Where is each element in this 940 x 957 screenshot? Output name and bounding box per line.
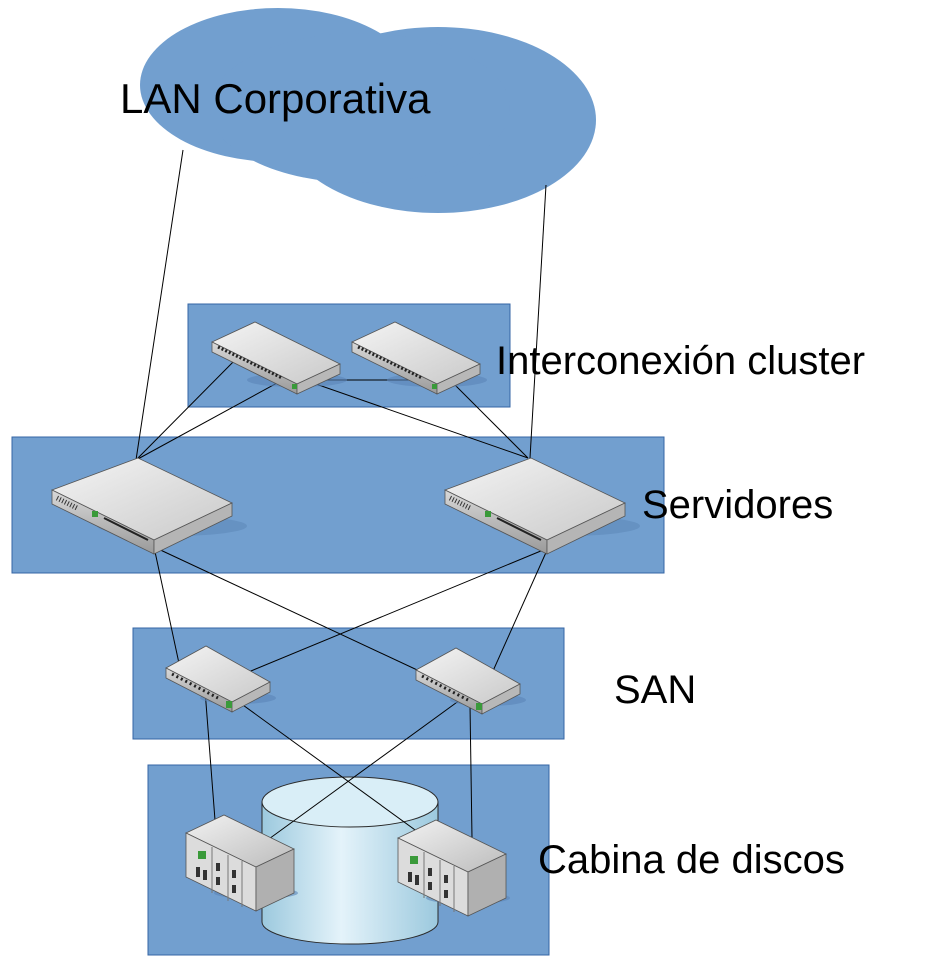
san-label: SAN [614, 668, 696, 712]
storage-shelf-left [185, 814, 298, 912]
cluster-switch-left [211, 321, 347, 395]
server-right [443, 457, 640, 555]
san-switch-right [415, 647, 526, 715]
storage-label: Cabina de discos [538, 838, 845, 882]
server-left [50, 457, 247, 555]
lan-label: LAN Corporativa [120, 75, 431, 122]
servers-label: Servidores [642, 483, 833, 527]
cluster-label: Interconexión cluster [496, 339, 865, 383]
storage-shelf-right [397, 819, 510, 917]
lan-cloud [140, 8, 596, 213]
cluster-switch-right [351, 321, 487, 395]
san-switch-left [165, 645, 276, 713]
